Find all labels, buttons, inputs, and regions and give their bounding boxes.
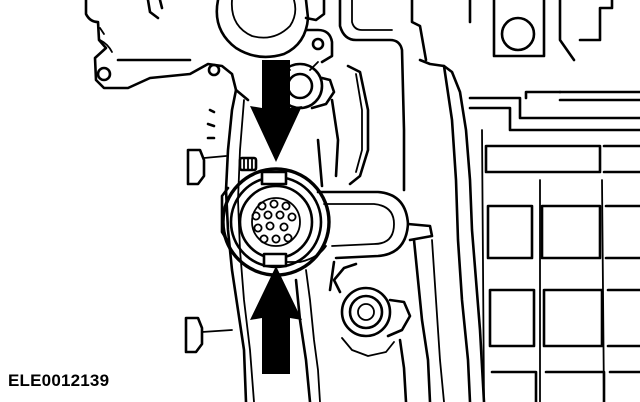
housing-ribs-right: [410, 0, 640, 402]
connector-pins: [251, 199, 297, 244]
top-boss: [215, 0, 334, 64]
lower-pointer-arrow: [250, 266, 302, 374]
connector-mount-boss: [316, 190, 434, 260]
lower-bolt: [332, 262, 412, 357]
electrical-connector: [221, 167, 331, 277]
upper-left-flange: [84, 0, 250, 102]
housing-left-side: [184, 88, 255, 402]
figure-reference-code: ELE0012139: [8, 371, 110, 390]
small-fastener: [238, 156, 258, 172]
housing-center-web: [294, 0, 408, 402]
upper-pointer-arrow: [250, 60, 302, 162]
